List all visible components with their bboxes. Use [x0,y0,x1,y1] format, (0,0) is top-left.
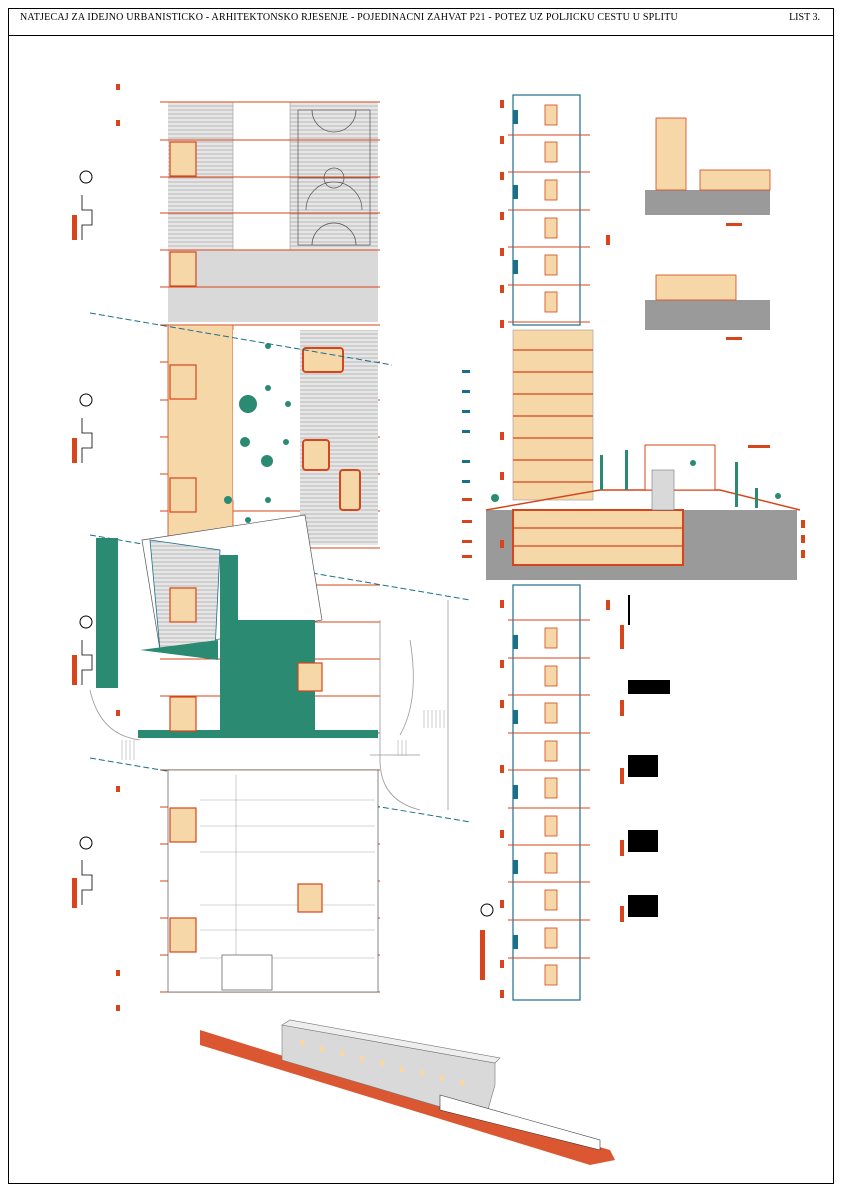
north-arrow-icon [480,903,494,917]
sheet-frame [8,8,834,1184]
axo-windows [300,1040,464,1086]
sheet-number: LIST 3. [789,12,820,23]
sheet-title: NATJECAJ ZA IDEJNO URBANISTICKO - ARHITE… [20,12,678,23]
table-labels [620,625,624,922]
stair-cores [169,141,323,953]
site-plan [72,84,471,1011]
title-block [8,8,834,36]
north-arrow-icon [79,170,93,850]
unit-dividers [508,134,590,959]
elevation-tags [462,370,470,483]
garage-section [512,509,684,566]
level-tag-labels [72,215,77,908]
wall-columns [513,110,518,949]
green-strip [96,538,118,688]
plaza-area [168,250,378,322]
planters [302,347,361,511]
section-labels [462,445,770,558]
small-sections [620,117,771,922]
tower-section [512,329,594,501]
floor-slabs [513,349,593,483]
section-captions [726,223,742,340]
level-tags [81,195,93,905]
garage-slabs [513,527,683,547]
road-outline [89,600,449,811]
plan-level-label [480,930,485,980]
crosswalks [121,710,445,760]
area-tables [628,595,670,917]
level-markers [116,84,120,1011]
plan-level-markers [500,100,805,998]
unit-furniture [544,104,558,986]
trees [224,343,291,523]
green-square [220,620,315,735]
axonometric-view [200,1019,615,1165]
section-trees [491,450,781,508]
garage-level [167,769,379,993]
building-plan [462,94,805,1001]
